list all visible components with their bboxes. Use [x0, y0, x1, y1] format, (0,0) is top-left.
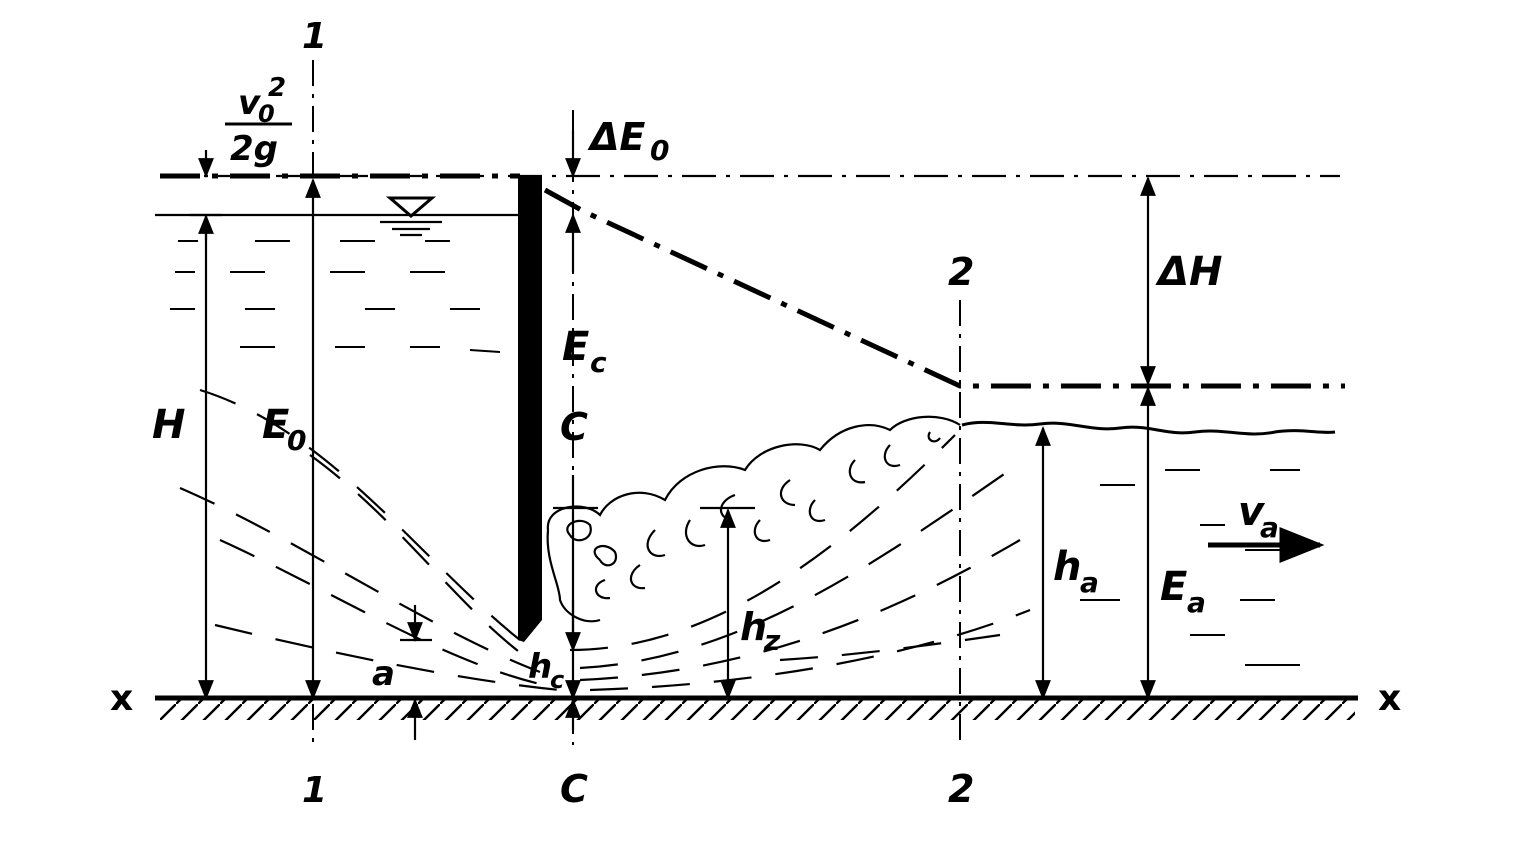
section-c-top-label: C — [560, 405, 588, 449]
velocity-head-subscript: 0 — [258, 100, 275, 128]
axis-right-label: x — [1378, 678, 1401, 719]
axis-left-label: x — [110, 678, 133, 719]
hz-label: h — [740, 605, 767, 649]
e0-subscript: 0 — [287, 424, 306, 457]
va-subscript: a — [1260, 511, 1279, 544]
gate-opening-label: a — [372, 654, 395, 694]
channel-bed — [155, 695, 1358, 720]
velocity-head-denominator: 2g — [230, 129, 278, 169]
hc-subscript: c — [550, 666, 564, 694]
downstream-water-dashes — [1080, 469, 1300, 666]
velocity-head-numerator: v — [238, 83, 262, 123]
energy-line-loss — [543, 187, 1345, 389]
va-label: v — [1238, 489, 1266, 535]
delta-h-label: ΔH — [1155, 249, 1222, 295]
ec-subscript: c — [590, 346, 607, 379]
section-1-bottom-label: 1 — [302, 770, 327, 811]
ea-label: E — [1160, 564, 1187, 610]
ea-subscript: a — [1187, 586, 1206, 619]
delta-e0-label: ΔE — [587, 115, 645, 159]
upstream-streamlines — [179, 388, 561, 692]
velocity-head-superscript: 2 — [268, 73, 286, 103]
ha-subscript: a — [1080, 566, 1099, 599]
section-2-top-label: 2 — [948, 250, 974, 294]
h-upstream-label: H — [152, 402, 185, 448]
e0-label: E — [262, 402, 289, 448]
ha-label: h — [1053, 544, 1081, 590]
delta-e0-subscript: 0 — [650, 134, 669, 167]
section-2-bottom-label: 2 — [948, 767, 974, 811]
upstream-water-dashes — [170, 240, 501, 353]
upstream-water-surface — [155, 196, 520, 237]
downstream-streamlines — [569, 434, 1031, 692]
hc-label: h — [528, 647, 552, 687]
hz-subscript: z — [763, 624, 781, 657]
hydraulic-jump-roller — [546, 415, 961, 623]
ec-label: E — [562, 324, 589, 370]
sluice-gate — [518, 176, 542, 642]
section-1-top-label: 1 — [302, 16, 327, 57]
section-c-bottom-label: C — [560, 767, 588, 811]
dimension-lines — [190, 130, 1325, 740]
